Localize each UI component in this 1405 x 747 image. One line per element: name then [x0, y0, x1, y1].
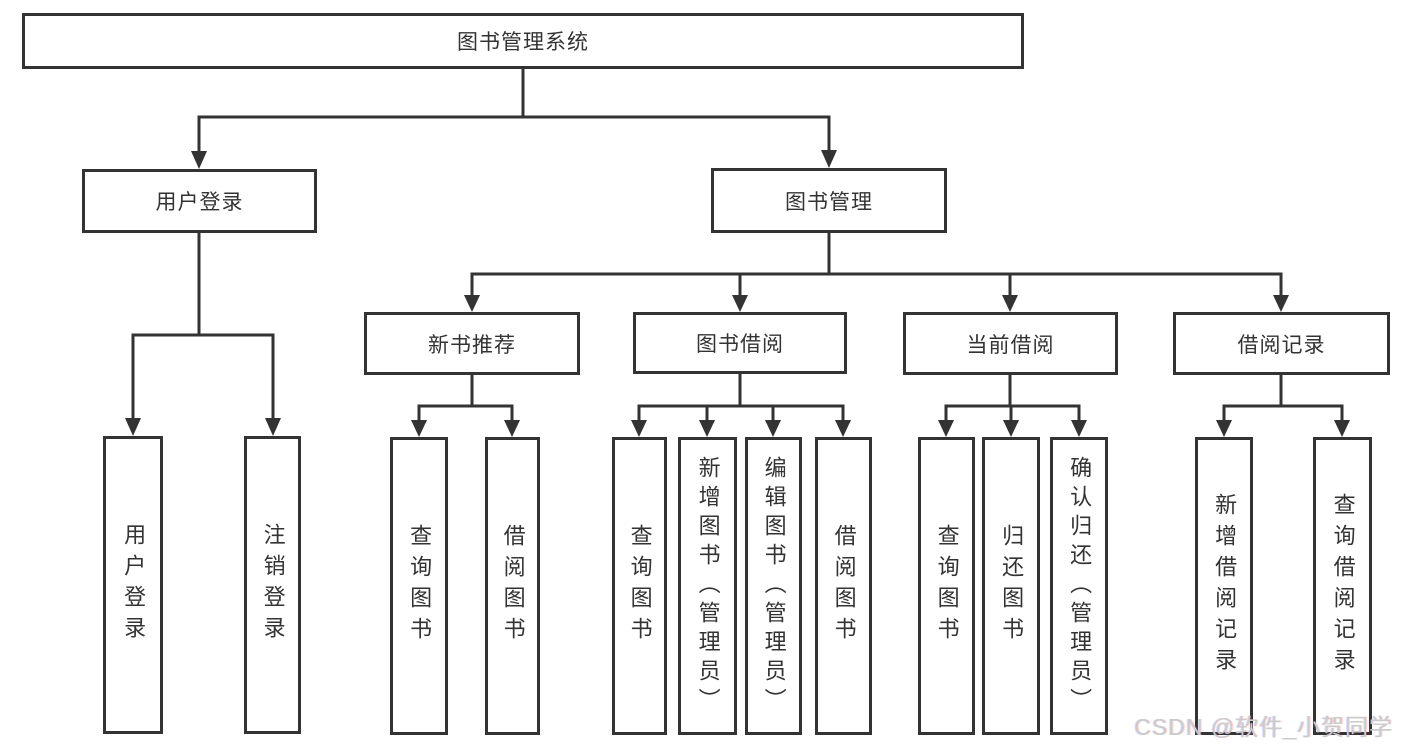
- leaf-confirm-return-admin: 确认归还（管理员）: [1050, 437, 1108, 735]
- arrow-to-leaf-user-login: [125, 418, 141, 436]
- leaf-label: 注销登录: [260, 523, 286, 647]
- arrowheads: [125, 150, 1350, 437]
- node-label: 图书管理: [785, 190, 873, 214]
- arrow-leaf-10: [1216, 420, 1232, 437]
- node-label: 新书推荐: [428, 333, 516, 357]
- arrow-leaf-11: [1334, 420, 1350, 437]
- leaf-logout: 注销登录: [244, 436, 301, 734]
- node-user-login: 用户登录: [82, 169, 317, 233]
- line-level2-split: [197, 115, 831, 153]
- leaf-label: 借阅图书: [831, 524, 857, 648]
- leaf-user-login: 用户登录: [103, 436, 163, 734]
- node-current-borrowing: 当前借阅: [903, 312, 1118, 375]
- arrow-leaf-8: [1003, 420, 1019, 437]
- arrow-to-book-management: [821, 150, 837, 168]
- leaf-label: 新增图书（管理员）: [695, 455, 721, 717]
- node-borrowing-records: 借阅记录: [1173, 312, 1390, 375]
- leaf-add-book-admin: 新增图书（管理员）: [678, 437, 737, 735]
- node-new-book-recommendation: 新书推荐: [364, 312, 580, 375]
- leaf-label: 借阅图书: [500, 524, 526, 648]
- leaf-query-books-1: 查询图书: [390, 437, 448, 735]
- arrow-to-new-book: [464, 295, 480, 312]
- leaf-add-borrow-record: 新增借阅记录: [1195, 437, 1253, 735]
- arrow-leaf-3: [631, 420, 647, 437]
- arrow-leaf-2: [504, 420, 520, 437]
- leaf-label: 确认归还（管理员）: [1067, 455, 1093, 717]
- line-new-book-split: [417, 404, 514, 422]
- node-label: 借阅记录: [1237, 333, 1326, 357]
- node-label: 用户登录: [155, 191, 244, 214]
- arrow-to-user-login: [191, 151, 207, 169]
- node-book-borrowing: 图书借阅: [633, 312, 847, 374]
- leaf-return-books: 归还图书: [982, 437, 1040, 735]
- leaf-query-books-3: 查询图书: [918, 437, 975, 735]
- arrow-to-current-borrowing: [1002, 295, 1018, 312]
- leaf-label: 查询借阅记录: [1330, 493, 1356, 679]
- leaf-query-books-2: 查询图书: [612, 437, 667, 735]
- arrow-leaf-1: [411, 420, 427, 437]
- arrow-leaf-6: [835, 420, 851, 437]
- leaf-label: 查询图书: [934, 524, 960, 648]
- leaf-borrow-books-2: 借阅图书: [815, 437, 872, 735]
- node-label: 当前借阅: [966, 333, 1055, 357]
- arrow-leaf-5: [765, 420, 781, 437]
- leaf-label: 查询图书: [407, 524, 433, 648]
- node-library-management-system: 图书管理系统: [22, 13, 1024, 69]
- leaf-label: 新增借阅记录: [1212, 493, 1238, 679]
- line-user-login-split: [131, 333, 275, 421]
- line-borrow-records-split: [1222, 404, 1344, 422]
- leaf-label: 编辑图书（管理员）: [761, 455, 787, 717]
- leaf-borrow-books-1: 借阅图书: [485, 437, 540, 735]
- node-label: 图书管理系统: [457, 31, 589, 54]
- watermark: CSDN @软件_小贺同学: [1134, 714, 1393, 740]
- leaf-label: 归还图书: [999, 524, 1025, 648]
- arrow-leaf-7: [938, 420, 954, 437]
- node-book-management: 图书管理: [711, 168, 947, 233]
- arrow-to-book-borrowing: [732, 295, 748, 312]
- leaf-label: 查询图书: [627, 524, 653, 648]
- line-level3-split: [470, 272, 1283, 297]
- connector-paths: [131, 69, 1344, 422]
- leaf-edit-book-admin: 编辑图书（管理员）: [745, 437, 802, 735]
- arrow-leaf-4: [699, 420, 715, 437]
- arrow-leaf-9: [1071, 420, 1087, 437]
- arrow-to-leaf-logout: [265, 418, 281, 436]
- leaf-query-borrow-record: 查询借阅记录: [1313, 437, 1372, 735]
- line-book-borrowing-split: [637, 404, 845, 422]
- node-label: 图书借阅: [696, 333, 784, 356]
- leaf-label: 用户登录: [121, 523, 147, 647]
- arrow-to-borrow-records: [1273, 295, 1289, 312]
